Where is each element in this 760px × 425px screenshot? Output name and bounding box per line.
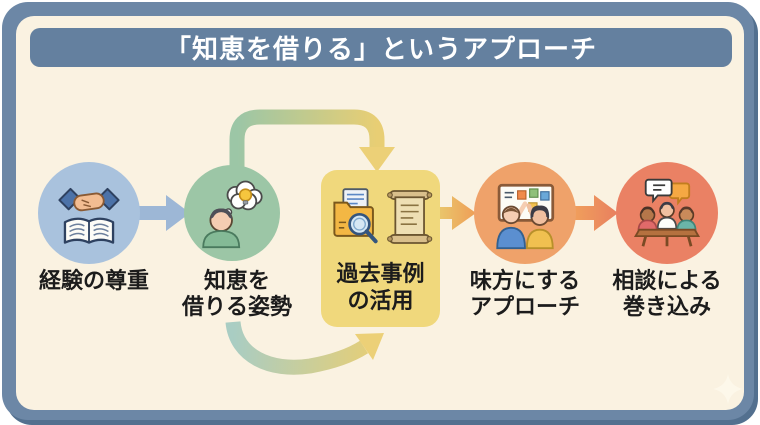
page-title: 「知恵を借りる」というアプローチ — [164, 34, 597, 64]
node-label-wisdom-borrowing: 知恵を 借りる姿勢 — [181, 268, 292, 319]
bottom-curve-arrow — [225, 320, 384, 375]
title-bar: 「知恵を借りる」というアプローチ — [30, 28, 732, 67]
node-ally-approach — [474, 162, 576, 264]
arrow-2-icon — [438, 196, 476, 230]
node-past-cases: 過去事例 の活用 — [321, 170, 440, 327]
node-wisdom-borrowing — [184, 165, 280, 261]
meeting-discussion-icon — [633, 178, 701, 247]
arrow-1-icon — [136, 195, 190, 231]
node-consultation-involvement — [616, 162, 718, 264]
person-idea-icon — [202, 180, 263, 249]
whiteboard-collaboration-icon — [496, 183, 555, 250]
node-label-ally-approach: 味方にする アプローチ — [469, 268, 581, 319]
node-label-past-cases: 過去事例 の活用 — [336, 261, 425, 313]
handshake-book-icon — [58, 187, 120, 244]
node-label-consultation-involvement: 相談による 巻き込み — [612, 268, 722, 319]
node-experience-respect — [38, 162, 140, 264]
folder-search-scroll-icon — [332, 188, 432, 244]
arrow-3-icon — [574, 195, 618, 231]
node-label-experience-respect: 経験の尊重 — [38, 268, 149, 293]
sparkle-icon — [713, 374, 743, 404]
top-curve-arrow — [229, 109, 395, 186]
